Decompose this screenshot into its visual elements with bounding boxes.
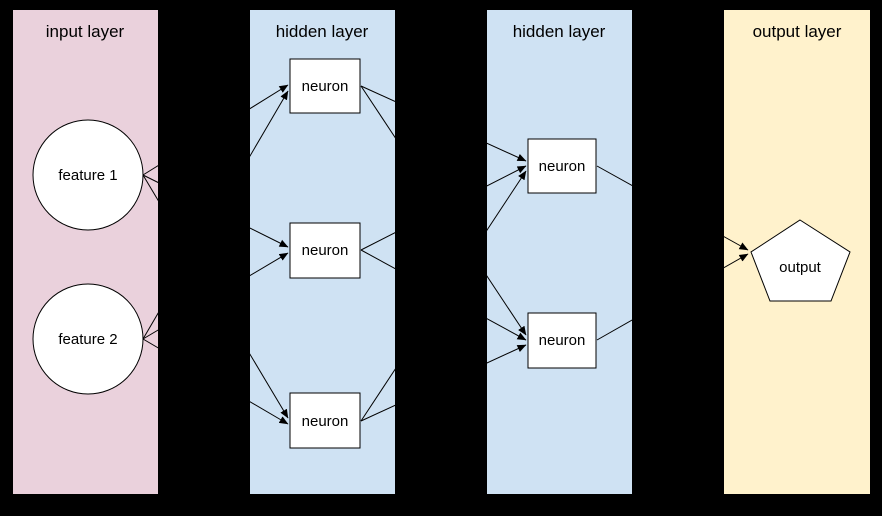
hidden1-neuron-3-label: neuron (302, 413, 349, 430)
feature-1-node (32, 119, 144, 231)
edge-h1n2-h2n2 (360, 249, 527, 341)
hidden-layer-2-title: hidden layer (513, 22, 606, 41)
hidden-layer-2-column (487, 10, 632, 494)
edge-feature1-h1n1 (142, 84, 289, 176)
input-layer-column (13, 10, 158, 494)
edge-h2n2-output (596, 253, 749, 341)
hidden2-neuron-1-label: neuron (539, 158, 586, 175)
edge-feature1-h1n2 (142, 174, 289, 248)
output-layer-title: output layer (753, 22, 842, 41)
hidden2-neuron-2-label: neuron (539, 332, 586, 349)
edge-feature2-h1n1 (142, 90, 289, 340)
hidden-layer-1-title: hidden layer (276, 22, 369, 41)
connection-arrows (142, 84, 749, 425)
edge-feature2-h1n3 (142, 338, 289, 425)
edge-h1n2-h2n1 (360, 165, 527, 251)
feature-2-label: feature 2 (58, 331, 117, 348)
output-label: output (779, 259, 822, 276)
hidden1-neuron-3-node (289, 392, 361, 449)
hidden1-neuron-1-node (289, 58, 361, 114)
edge-h1n3-h2n1 (360, 170, 527, 422)
hidden2-neuron-1-node (527, 138, 597, 194)
feature-1-label: feature 1 (58, 167, 117, 184)
edge-h1n1-h2n2 (360, 85, 527, 336)
edge-h1n3-h2n2 (360, 344, 527, 422)
hidden1-neuron-1-label: neuron (302, 78, 349, 95)
hidden1-neuron-2-label: neuron (302, 242, 349, 259)
output-node (750, 219, 851, 302)
edge-h2n1-output (596, 165, 749, 251)
hidden2-neuron-2-node (527, 312, 597, 369)
input-layer-title: input layer (46, 22, 125, 41)
edge-h1n1-h2n1 (360, 85, 527, 162)
feature-2-node (32, 283, 144, 395)
edge-feature2-h1n2 (142, 252, 289, 340)
hidden1-neuron-2-node (289, 222, 361, 279)
